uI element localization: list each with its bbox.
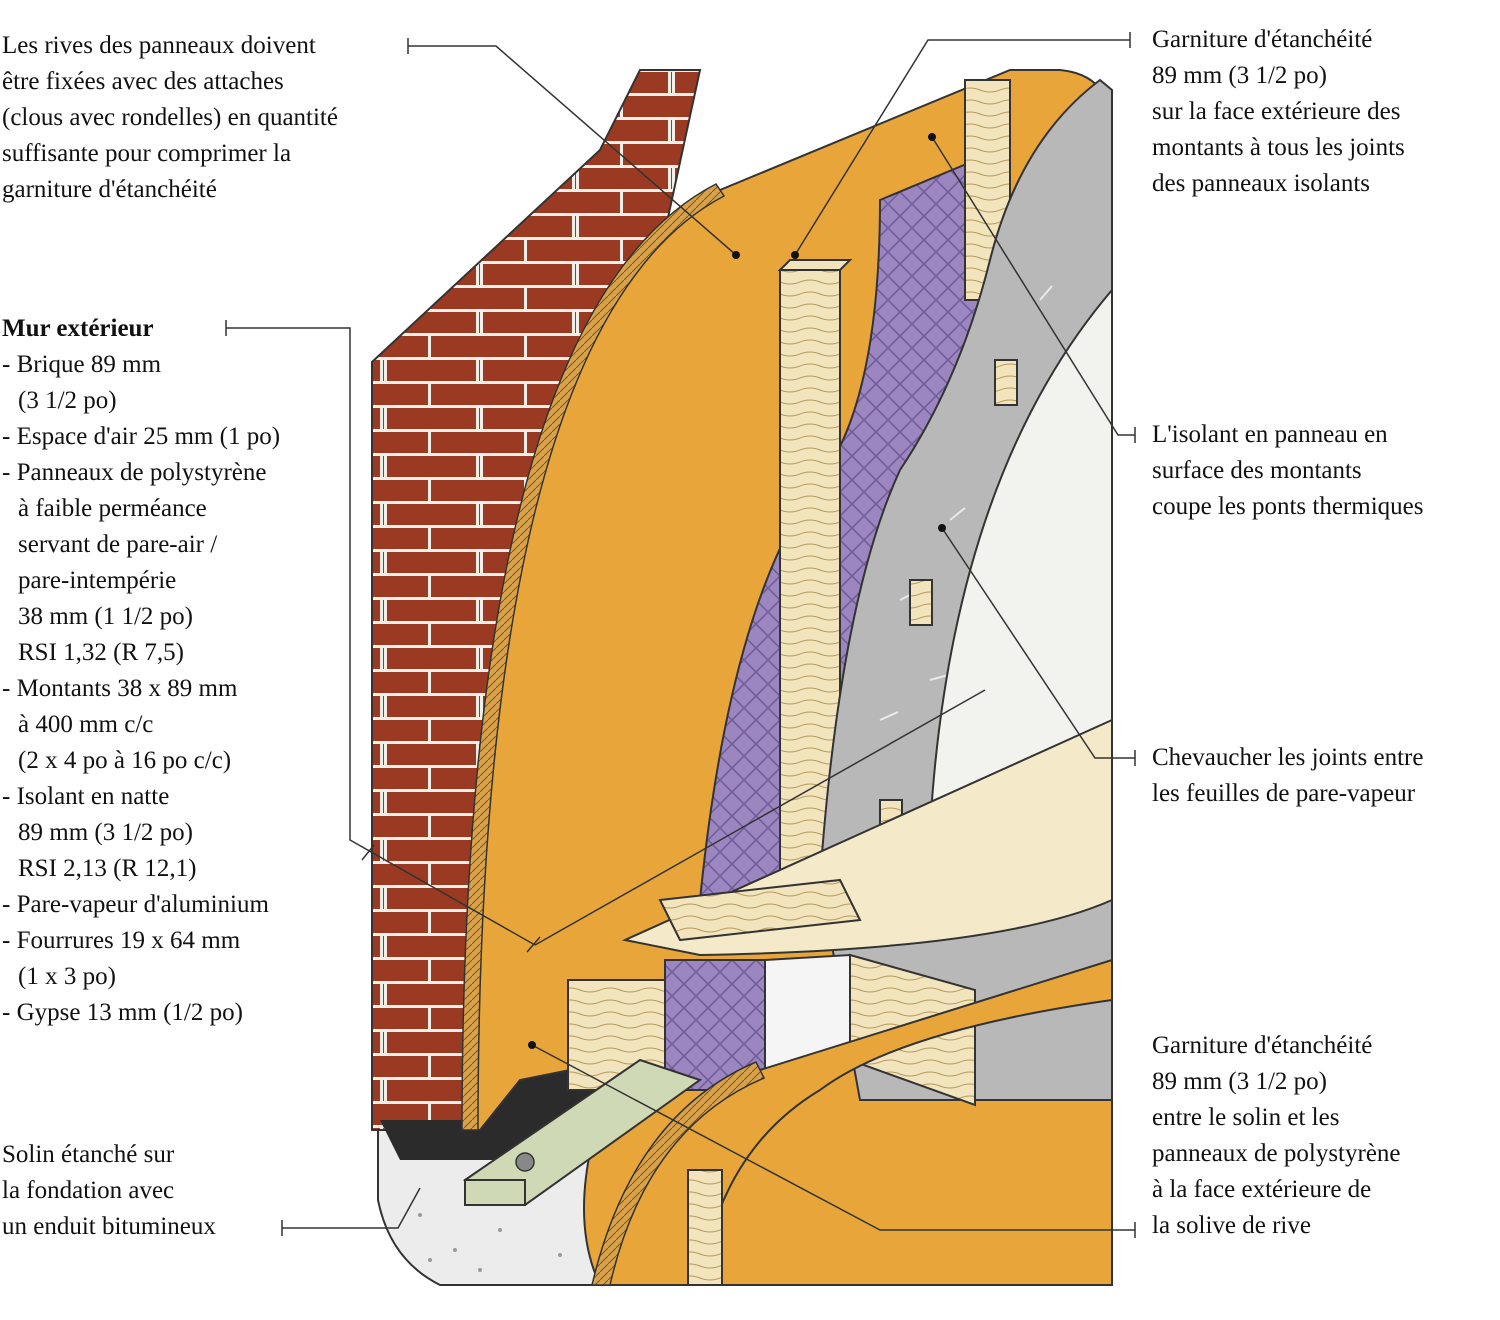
label-line: Garniture d'étanchéité — [1152, 1032, 1373, 1059]
label-line: - Isolant en natte — [2, 783, 170, 810]
label-line: (clous avec rondelles) en quantité — [2, 104, 338, 131]
label-line: - Brique 89 mm — [2, 351, 162, 378]
label-line: à la face extérieure de — [1152, 1176, 1372, 1203]
furring-strip-1 — [994, 359, 1018, 406]
anchor-bolt — [515, 1152, 535, 1172]
lower-stud — [687, 1169, 723, 1286]
label-line: la solive de rive — [1152, 1212, 1311, 1239]
label-line: panneaux de polystyrène — [1152, 1140, 1401, 1167]
label-line: 89 mm (3 1/2 po) — [1152, 62, 1327, 89]
label-heading: Mur extérieur — [2, 315, 154, 342]
label-line: les feuilles de pare-vapeur — [1152, 780, 1416, 807]
label-line: surface des montants — [1152, 457, 1362, 484]
label-line: Garniture d'étanchéité — [1152, 26, 1373, 53]
label-gasket-top: Garniture d'étanchéité 89 mm (3 1/2 po) … — [1152, 22, 1405, 202]
label-line: RSI 2,13 (R 12,1) — [18, 855, 197, 882]
furring-strip-2 — [909, 579, 933, 626]
label-line: coupe les ponts thermiques — [1152, 493, 1424, 520]
label-line: - Montants 38 x 89 mm — [2, 675, 238, 702]
stud-left-top — [777, 259, 853, 271]
label-line: sur la face extérieure des — [1152, 98, 1401, 125]
label-line: garniture d'étanchéité — [2, 176, 217, 203]
label-line: - Fourrures 19 x 64 mm — [2, 927, 241, 954]
label-line: un enduit bitumineux — [2, 1213, 216, 1240]
label-line: (3 1/2 po) — [18, 387, 117, 414]
label-line: (1 x 3 po) — [18, 963, 116, 990]
label-line: 89 mm (3 1/2 po) — [1152, 1068, 1327, 1095]
label-gasket-bottom: Garniture d'étanchéité 89 mm (3 1/2 po) … — [1152, 1028, 1401, 1244]
label-line: Solin étanché sur — [2, 1141, 175, 1168]
label-line: la fondation avec — [2, 1177, 175, 1204]
board-edge — [461, 183, 726, 1131]
label-exterior-wall: Mur extérieur - Brique 89 mm (3 1/2 po) … — [2, 311, 280, 1031]
lower-board-edge — [591, 1061, 766, 1286]
label-line: 38 mm (1 1/2 po) — [18, 603, 193, 630]
label-line: montants à tous les joints — [1152, 134, 1405, 161]
label-line: être fixées avec des attaches — [2, 68, 284, 95]
label-line: - Pare-vapeur d'aluminium — [2, 891, 269, 918]
stud-right — [964, 79, 1011, 301]
label-line: - Gypse 13 mm (1/2 po) — [2, 999, 243, 1026]
label-line: Les rives des panneaux doivent — [2, 32, 316, 59]
sill-plate-end — [464, 1179, 526, 1206]
label-line: (2 x 4 po à 16 po c/c) — [18, 747, 232, 774]
label-line: servant de pare-air / — [18, 531, 218, 558]
label-line: des panneaux isolants — [1152, 170, 1371, 197]
label-line: entre le solin et les — [1152, 1104, 1340, 1131]
label-flashing: Solin étanché sur la fondation avec un e… — [2, 1137, 216, 1245]
label-line: à faible perméance — [18, 495, 207, 522]
label-line: - Espace d'air 25 mm (1 po) — [2, 423, 281, 450]
label-line: L'isolant en panneau en — [1152, 421, 1388, 448]
label-panel-edges: Les rives des panneaux doivent être fixé… — [2, 28, 338, 208]
label-line: suffisante pour comprimer la — [2, 140, 292, 167]
label-line: RSI 1,32 (R 7,5) — [18, 639, 184, 666]
label-line: pare-intempérie — [18, 567, 177, 594]
label-line: à 400 mm c/c — [18, 711, 154, 738]
bottom-plate — [658, 878, 862, 942]
label-line: Chevaucher les joints entre — [1152, 744, 1424, 771]
label-line: 89 mm (3 1/2 po) — [18, 819, 193, 846]
label-line: - Panneaux de polystyrène — [2, 459, 267, 486]
leader-lines — [225, 32, 1136, 1238]
label-insulation: L'isolant en panneau en surface des mont… — [1152, 417, 1423, 525]
label-overlap: Chevaucher les joints entre les feuilles… — [1152, 740, 1423, 812]
